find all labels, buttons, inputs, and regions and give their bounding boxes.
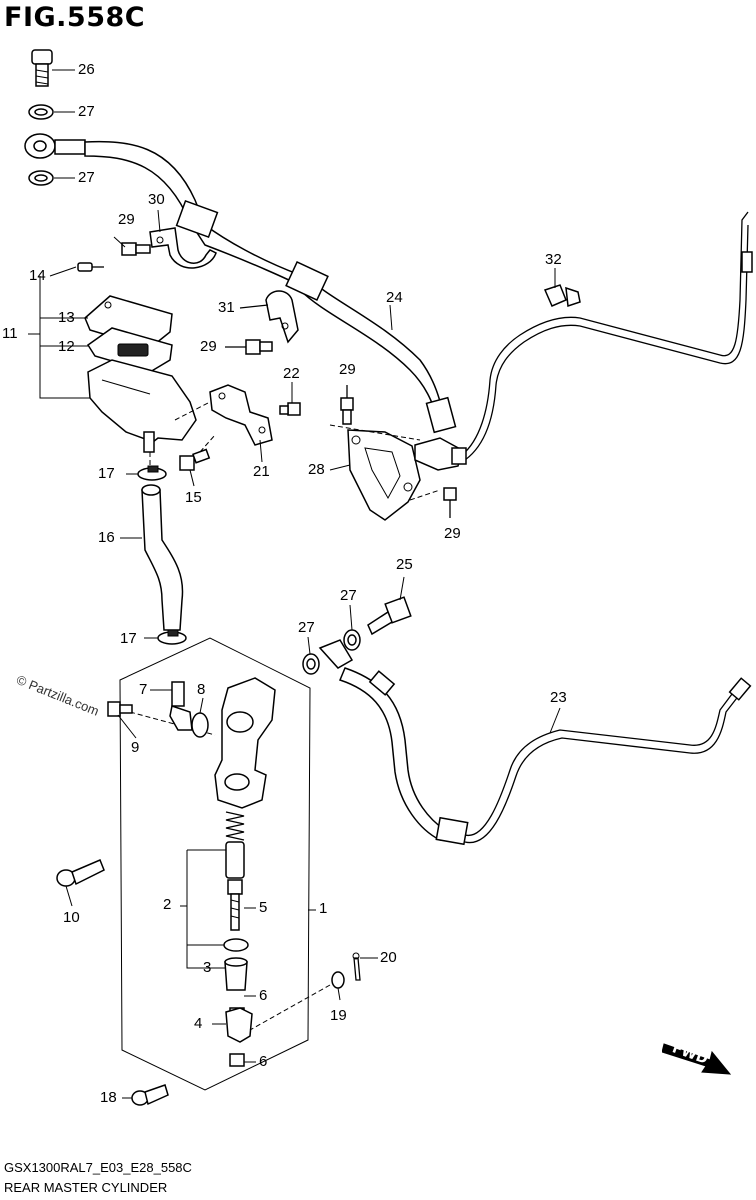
bolt-29-c <box>340 385 354 425</box>
leader-lines <box>28 209 561 1099</box>
model-code: GSX1300RAL7_E03_E28_558C <box>4 1160 192 1175</box>
cotter-pin-20 <box>352 952 361 981</box>
callout-13: 13 <box>58 309 75 326</box>
hose-clamp-31 <box>239 290 299 344</box>
circlip <box>223 938 249 952</box>
callout-4: 4 <box>194 1015 203 1032</box>
washer-27-lower <box>28 170 75 186</box>
callout-27-b: 27 <box>78 169 95 186</box>
callout-12: 12 <box>58 338 75 355</box>
callout-10: 10 <box>63 909 80 926</box>
push-rod-5 <box>227 879 243 931</box>
hose-clamp-17-lower <box>157 629 187 645</box>
pipe-clamp-32 <box>543 284 581 308</box>
callout-31: 31 <box>218 299 235 316</box>
fwd-arrow-icon <box>662 1042 732 1076</box>
washer-27-c <box>343 629 361 651</box>
bolt-22 <box>279 402 301 416</box>
hose-clamp-30 <box>149 227 217 269</box>
callout-27-a: 27 <box>78 103 95 120</box>
banjo-bolt-25 <box>367 596 412 636</box>
callout-1: 1 <box>319 900 328 917</box>
spring <box>225 811 245 841</box>
brake-pipe-lower <box>464 677 752 844</box>
reservoir-tank <box>87 359 197 470</box>
callout-28: 28 <box>308 461 325 478</box>
caliper-bracket-28 <box>329 424 463 521</box>
callout-25: 25 <box>396 556 413 573</box>
callout-5: 5 <box>259 899 268 916</box>
screw-9 <box>107 701 133 717</box>
callout-9: 9 <box>131 739 140 756</box>
callout-29-d: 29 <box>444 525 461 542</box>
callout-29-b: 29 <box>200 338 217 355</box>
callout-14: 14 <box>29 267 46 284</box>
bolt-10 <box>56 859 105 887</box>
callout-17-a: 17 <box>98 465 115 482</box>
callout-29-a: 29 <box>118 211 135 228</box>
brake-hose-lower <box>318 639 469 846</box>
nut-6-lower <box>229 1053 245 1067</box>
connector-7 <box>169 705 193 731</box>
callout-32: 32 <box>545 251 562 268</box>
callout-6-a: 6 <box>259 987 268 1004</box>
callout-7: 7 <box>139 681 148 698</box>
callout-8: 8 <box>197 681 206 698</box>
figure-caption: REAR MASTER CYLINDER <box>4 1180 168 1195</box>
callout-24: 24 <box>386 289 403 306</box>
master-cylinder-group-box <box>119 637 311 1091</box>
washer-27-d <box>302 653 320 675</box>
callout-16: 16 <box>98 529 115 546</box>
piston <box>225 841 245 879</box>
washer-27-upper <box>28 104 75 120</box>
callout-2: 2 <box>163 896 172 913</box>
callout-30: 30 <box>148 191 165 208</box>
hose-clamp-17-upper <box>137 465 167 481</box>
callout-20: 20 <box>380 949 397 966</box>
bolt-29-b <box>225 339 273 355</box>
bolt-29-a <box>121 242 151 256</box>
bolt-29-d <box>443 487 457 518</box>
callout-11: 11 <box>2 325 18 342</box>
banjo-bolt-26 <box>31 49 75 87</box>
pin-18 <box>131 1084 169 1106</box>
callout-22: 22 <box>283 365 300 382</box>
callout-19: 19 <box>330 1007 347 1024</box>
callout-27-c: 27 <box>340 587 357 604</box>
callout-18: 18 <box>100 1089 117 1106</box>
o-ring-8 <box>191 712 209 738</box>
callout-15: 15 <box>185 489 202 506</box>
brake-pipe-upper <box>451 211 753 465</box>
callout-26: 26 <box>78 61 95 78</box>
callout-27-d: 27 <box>298 619 315 636</box>
screw-14 <box>77 262 104 272</box>
callout-23: 23 <box>550 689 567 706</box>
callout-3: 3 <box>203 959 212 976</box>
reservoir-bracket-21 <box>174 384 273 446</box>
boot-3 <box>224 957 248 991</box>
callout-29-c: 29 <box>339 361 356 378</box>
washer-19 <box>249 971 345 1031</box>
reservoir-hose-16 <box>141 484 184 631</box>
clevis-4 <box>225 1007 253 1043</box>
brake-hose-24 <box>24 133 457 434</box>
diaphragm-12 <box>86 327 173 373</box>
callout-21: 21 <box>253 463 270 480</box>
bolt-15 <box>179 434 216 471</box>
callout-17-b: 17 <box>120 630 137 647</box>
callout-6-b: 6 <box>259 1053 268 1070</box>
figure-title: FIG.558C <box>4 2 146 33</box>
